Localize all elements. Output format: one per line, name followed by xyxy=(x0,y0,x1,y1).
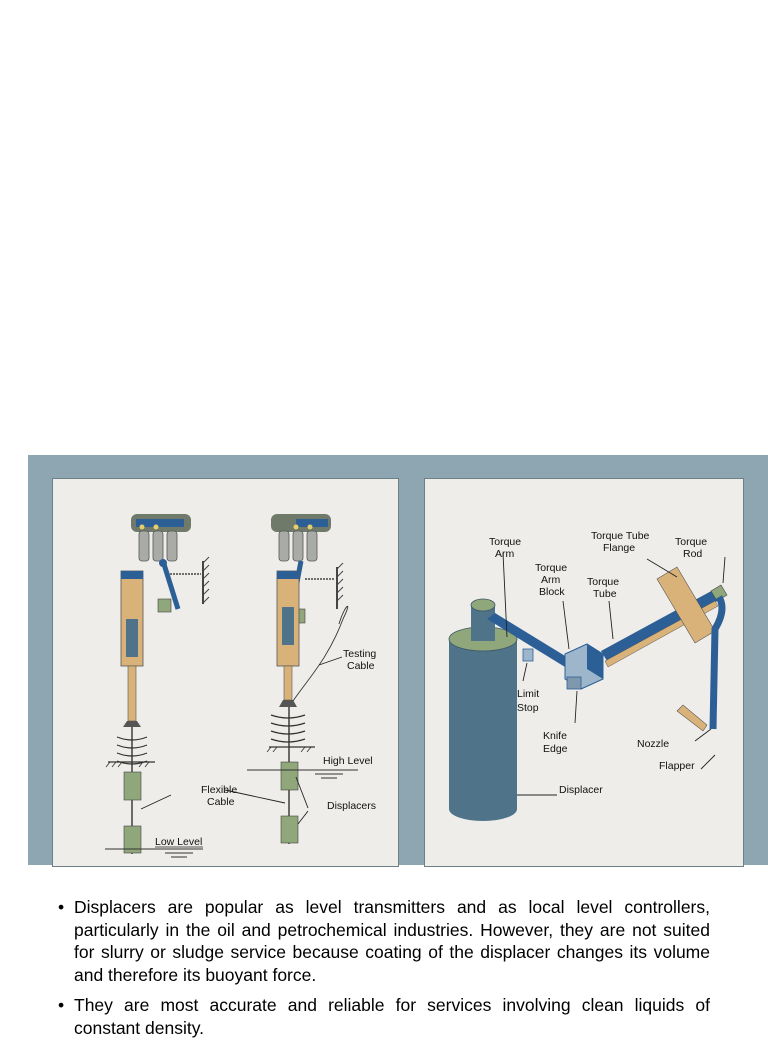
label-torque-arm-2: Arm xyxy=(495,548,515,560)
label-limit-stop-1: Limit xyxy=(517,688,539,700)
displacer-figure: Testing Cable High Level Flexible Cable … xyxy=(28,455,768,867)
bullet-dot: • xyxy=(58,897,65,917)
left-displacer-body xyxy=(105,570,203,858)
label-displacers: Displacers xyxy=(327,800,376,812)
label-high-level: High Level xyxy=(323,755,373,767)
label-torque-tube-flange-1: Torque Tube xyxy=(591,530,650,542)
bullet-item: • They are most accurate and reliable fo… xyxy=(58,994,710,1039)
label-testing-cable-2: Cable xyxy=(347,660,375,672)
label-torque-tube-2: Tube xyxy=(593,588,617,600)
bullet-list: • Displacers are popular as level transm… xyxy=(58,896,710,1047)
label-torque-tube-1: Torque xyxy=(587,576,619,588)
bullet-dot: • xyxy=(58,995,65,1015)
displacer-assembly-drawing: Testing Cable High Level Flexible Cable … xyxy=(105,514,376,858)
label-torque-rod-1: Torque xyxy=(675,536,707,548)
label-torque-rod-2: Rod xyxy=(683,548,702,560)
label-flexible-cable-2: Cable xyxy=(207,796,235,808)
label-torque-arm-block-3: Block xyxy=(539,586,565,598)
torque-rod xyxy=(709,584,728,730)
bullet-text: They are most accurate and reliable for … xyxy=(74,995,710,1038)
label-torque-arm-1: Torque xyxy=(489,536,521,548)
label-flapper: Flapper xyxy=(659,760,695,772)
limit-stop xyxy=(522,648,534,662)
right-displacer-body xyxy=(247,570,358,844)
label-displacer: Displacer xyxy=(559,784,603,796)
label-low-level: Low Level xyxy=(155,836,202,848)
right-pilot-head xyxy=(271,514,344,624)
torque-tube-drawing: Torque Arm Torque Tube Flange Torque Rod… xyxy=(448,530,728,821)
label-torque-arm-block-2: Arm xyxy=(541,574,561,586)
right-leader-lines xyxy=(502,552,726,796)
label-nozzle: Nozzle xyxy=(637,738,669,750)
label-torque-arm-block-1: Torque xyxy=(535,562,567,574)
displacer-assembly-panel: Testing Cable High Level Flexible Cable … xyxy=(52,478,399,867)
torque-arm-block xyxy=(564,643,604,690)
label-knife-edge-1: Knife xyxy=(543,730,567,742)
bullet-item: • Displacers are popular as level transm… xyxy=(58,896,710,986)
left-leader-lines xyxy=(140,656,343,825)
label-torque-tube-flange-2: Flange xyxy=(603,542,635,554)
displacer-cylinder xyxy=(448,598,518,821)
label-flexible-cable-1: Flexible xyxy=(201,784,237,796)
bullet-text: Displacers are popular as level transmit… xyxy=(74,897,710,985)
left-pilot-head xyxy=(131,514,210,613)
label-testing-cable-1: Testing xyxy=(343,648,376,660)
torque-tube-panel: Torque Arm Torque Tube Flange Torque Rod… xyxy=(424,478,744,867)
label-knife-edge-2: Edge xyxy=(543,743,568,755)
label-limit-stop-2: Stop xyxy=(517,702,539,714)
nozzle xyxy=(676,704,708,732)
